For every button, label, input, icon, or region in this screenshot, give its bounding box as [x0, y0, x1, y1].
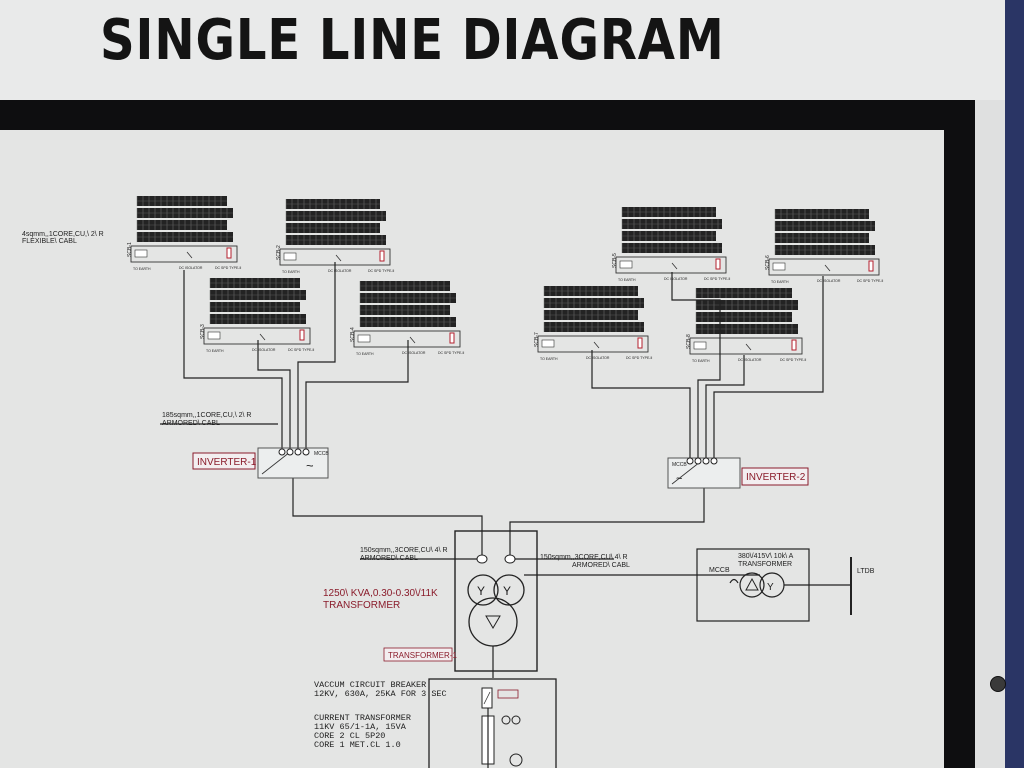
scb-earth-label: TO EARTH — [356, 352, 374, 356]
scb-box: SCB-4 DC ISOLATOR DC SPD TYPE-II TO EARTH — [350, 281, 464, 356]
scb-isolator-label: DC ISOLATOR — [328, 269, 352, 273]
vcb-label-line1: VACCUM CIRCUIT BREAKER — [314, 680, 426, 690]
ct-label-line2: 11KV 65/1-1A, 15VA — [314, 722, 407, 732]
scb-label: SCB-3 — [200, 324, 206, 339]
ct-label-line3: CORE 2 CL 5P20 — [314, 731, 385, 741]
scb-label: SCB-8 — [686, 334, 692, 349]
inverter-cable-label-line1: 185sqmm,,1CORE,CU,\ 2\ R — [162, 412, 251, 419]
inverter-2-feeders — [509, 272, 824, 560]
svg-text:Y: Y — [503, 584, 511, 598]
scb-isolator-label: DC ISOLATOR — [586, 356, 610, 360]
scb-label: SCB-7 — [534, 332, 540, 347]
inverter-1-feeders — [160, 262, 483, 560]
ltdb-label: LTDB — [857, 568, 875, 575]
scb-spd-label: DC SPD TYPE-II — [438, 351, 464, 355]
scb-isolator-label: DC ISOLATOR — [402, 351, 426, 355]
inverter-1: ~ MCCB INVERTER-1 — [192, 447, 329, 479]
ct-label-line4: CORE 1 MET.CL 1.0 — [314, 740, 401, 750]
scb-box: SCB-6 DC ISOLATOR DC SPD TYPE-II TO EARTH — [765, 209, 883, 284]
scb-earth-label: TO EARTH — [692, 359, 710, 363]
scb-spd-label: DC SPD TYPE-II — [368, 269, 394, 273]
scb-earth-label: TO EARTH — [771, 280, 789, 284]
scb-earth-label: TO EARTH — [618, 278, 636, 282]
pv-cable-label-line2: FLEXIBLE\ CABL — [22, 238, 77, 245]
scb-spd-label: DC SPD TYPE-II — [857, 279, 883, 283]
scb-isolator-label: DC ISOLATOR — [252, 348, 276, 352]
scb-spd-label: DC SPD TYPE-II — [215, 266, 241, 270]
scb-spd-label: DC SPD TYPE-II — [626, 356, 652, 360]
mounting-screw-icon — [990, 676, 1006, 692]
scb-box: SCB-3 DC ISOLATOR DC SPD TYPE-II TO EARTH — [200, 278, 314, 353]
scb-earth-label: TO EARTH — [282, 270, 300, 274]
board-edge — [975, 100, 1005, 768]
scb-spd-label: DC SPD TYPE-II — [704, 277, 730, 281]
aux-transformer-rating: 380\/415V\ 10k\ A — [738, 553, 794, 560]
main-transformer-tag: TRANSFORMER-1 — [388, 651, 457, 660]
page-title: SINGLE LINE DIAGRAM — [100, 8, 725, 73]
transformer-cable-right-line2: ARMORED\ CABL — [572, 562, 630, 569]
svg-text:Y: Y — [767, 582, 774, 593]
vcb-label-line2: 12KV, 630A, 25KA FOR 3 SEC — [314, 689, 447, 699]
ct-label-line1: CURRENT TRANSFORMER — [314, 713, 411, 723]
scb-box: SCB-5 DC ISOLATOR DC SPD TYPE-II TO EARTH — [612, 207, 730, 282]
inverter-1-label: INVERTER-1 — [197, 457, 257, 468]
aux-transformer-name: TRANSFORMER — [738, 561, 792, 568]
pv-cable-label-line1: 4sqmm,,1CORE,CU,\ 2\ R — [22, 231, 104, 238]
scb-isolator-label: DC ISOLATOR — [738, 358, 762, 362]
scb-earth-label: TO EARTH — [206, 349, 224, 353]
svg-text:MCCB: MCCB — [672, 462, 687, 468]
aux-transformer: Y — [696, 548, 852, 622]
scb-label: SCB-1 — [127, 242, 133, 257]
main-transformer-name: TRANSFORMER — [323, 600, 400, 611]
inverter-2-label: INVERTER-2 — [746, 472, 806, 483]
scb-spd-label: DC SPD TYPE-II — [288, 348, 314, 352]
scb-spd-label: DC SPD TYPE-II — [780, 358, 806, 362]
scb-box: SCB-1 DC ISOLATOR DC SPD TYPE-II TO EARTH — [127, 196, 241, 271]
scb-earth-label: TO EARTH — [540, 357, 558, 361]
main-transformer-rating: 1250\ KVA,0.30-0.30\/11K — [323, 588, 438, 599]
scb-label: SCB-6 — [765, 255, 771, 270]
inverter-cable-label-line2: ARMORED\ CABL — [162, 420, 220, 427]
scb-isolator-label: DC ISOLATOR — [179, 266, 203, 270]
scb-isolator-label: DC ISOLATOR — [817, 279, 841, 283]
scb-label: SCB-2 — [276, 245, 282, 260]
transformer-cable-left-line2: ARMORED\ CABL — [360, 555, 418, 562]
scb-earth-label: TO EARTH — [133, 267, 151, 271]
svg-text:Y: Y — [477, 584, 485, 598]
transformer-cable-right-line1: 150sqmm,,3CORE,CU\ 4\ R — [540, 554, 628, 561]
svg-text:~: ~ — [676, 473, 682, 485]
scb-box: SCB-8 DC ISOLATOR DC SPD TYPE-II TO EARTH — [686, 288, 806, 363]
scb-label: SCB-4 — [350, 327, 356, 342]
board-blue-trim — [1005, 0, 1024, 768]
scb-box: SCB-2 DC ISOLATOR DC SPD TYPE-II TO EARTH — [276, 199, 394, 274]
vcb-panel — [428, 678, 557, 768]
poster-header — [0, 0, 1024, 100]
scb-box: SCB-7 DC ISOLATOR DC SPD TYPE-II TO EARTH — [534, 286, 652, 361]
main-transformer: Y Y — [360, 530, 760, 678]
svg-text:~: ~ — [306, 458, 314, 473]
scb-isolator-label: DC ISOLATOR — [664, 277, 688, 281]
inverter-2: ~ MCCB INVERTER-2 — [667, 457, 809, 489]
scb-label: SCB-5 — [612, 253, 618, 268]
svg-text:MCCB: MCCB — [314, 451, 329, 457]
transformer-cable-left-line1: 150sqmm,,3CORE,CU\ 4\ R — [360, 547, 448, 554]
aux-breaker-label: MCCB — [709, 567, 730, 574]
